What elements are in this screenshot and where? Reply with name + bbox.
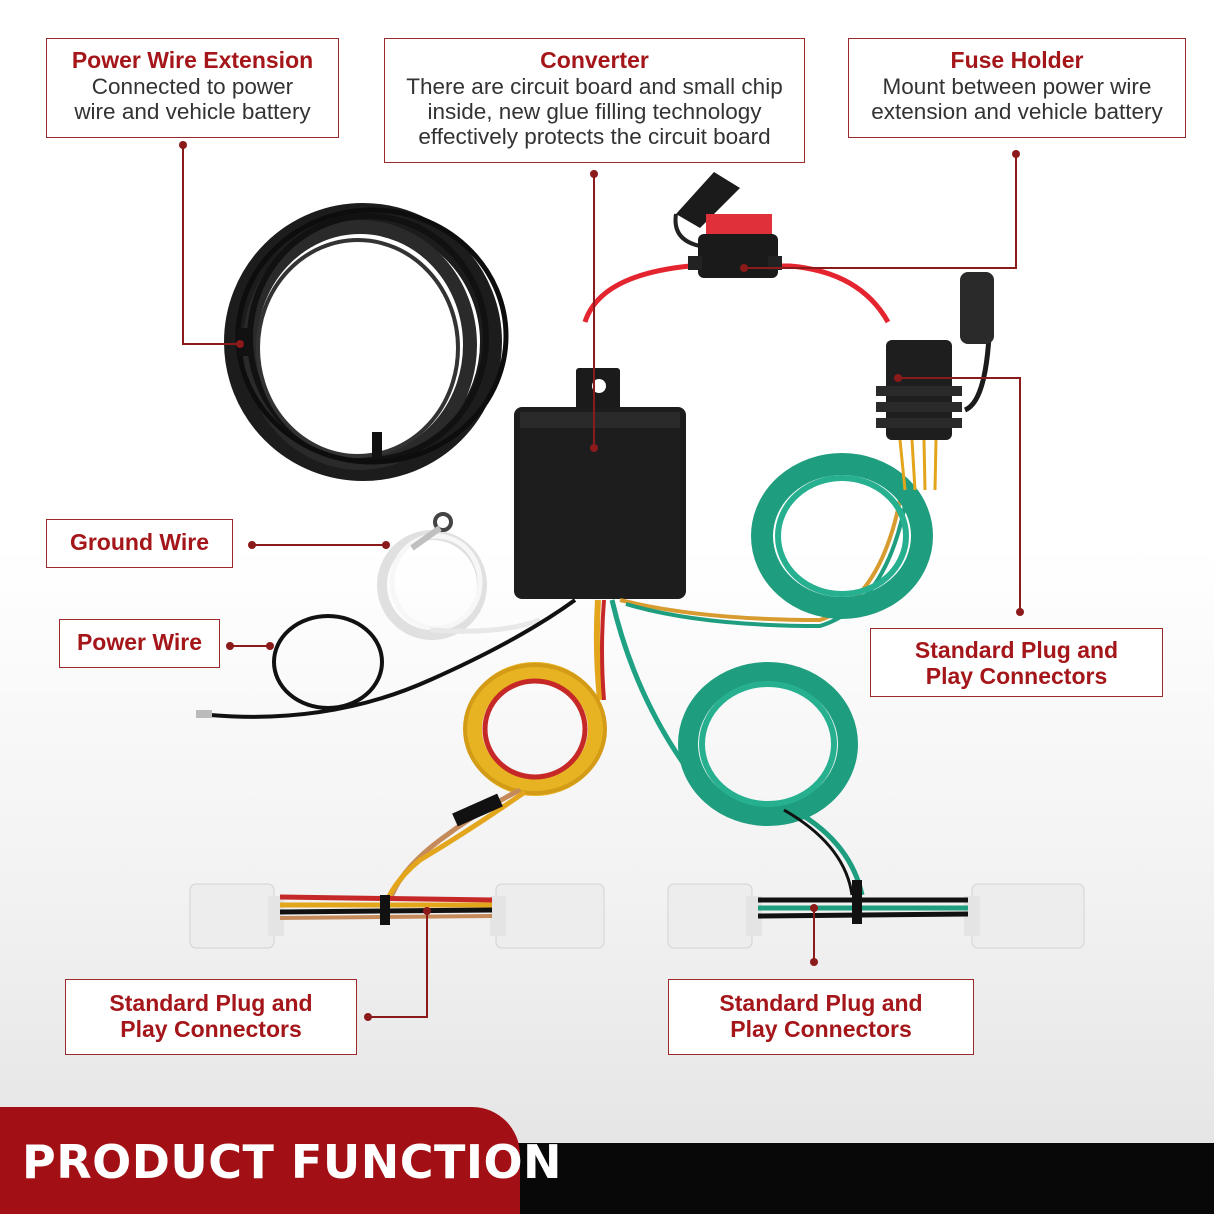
callout-line: Play Connectors [925, 663, 1108, 689]
callout-converter: Converter There are circuit board and sm… [384, 38, 805, 163]
callout-fuse-holder: Fuse Holder Mount between power wire ext… [848, 38, 1186, 138]
callout-ground-wire: Ground Wire [46, 519, 233, 568]
leader-lines [182, 145, 1021, 1018]
teal-coil-right [751, 439, 938, 619]
harness-center [667, 880, 1085, 949]
callout-power-wire: Power Wire [59, 619, 220, 668]
callout-line: extension and vehicle battery [871, 99, 1163, 124]
callout-title: Power Wire [76, 629, 203, 655]
converter-box [514, 368, 686, 599]
callout-line: wire and vehicle battery [74, 99, 311, 124]
callout-line: inside, new glue filling technology [427, 99, 762, 124]
yellow-red-coil [463, 662, 607, 796]
callout-title: Ground Wire [69, 529, 210, 555]
callout-title: Power Wire Extension [71, 47, 314, 73]
callout-line: Connected to power [91, 74, 294, 99]
callout-line: Standard Plug and [914, 637, 1119, 663]
harness-left [189, 883, 605, 949]
callout-line: Standard Plug and [719, 990, 923, 1016]
footer-title: PRODUCT FUNCTION [22, 1135, 563, 1189]
callout-line: Play Connectors [730, 1016, 912, 1042]
leader-dots [179, 141, 1024, 1021]
callout-line: Mount between power wire [882, 74, 1152, 99]
callout-line: There are circuit board and small chip [406, 74, 783, 99]
callout-line: effectively protects the circuit board [418, 124, 771, 149]
fuse-holder-body [673, 172, 782, 278]
callout-connectors-bottom-center: Standard Plug and Play Connectors [668, 979, 974, 1055]
ground-wire-coil [377, 512, 541, 640]
callout-title: Fuse Holder [950, 47, 1084, 73]
callout-line: Play Connectors [120, 1016, 302, 1042]
power-wire-extension-coil [224, 203, 509, 481]
callout-connectors-right: Standard Plug and Play Connectors [870, 628, 1163, 697]
footer-red-base [0, 1143, 504, 1214]
callout-line: Standard Plug and [109, 990, 313, 1016]
callout-power-wire-extension: Power Wire Extension Connected to power … [46, 38, 339, 138]
power-wire-loop [196, 598, 577, 719]
callout-title: Converter [540, 47, 649, 73]
teal-coil-center [678, 662, 865, 896]
four-pin-connector [876, 272, 994, 440]
callout-connectors-bottom-left: Standard Plug and Play Connectors [65, 979, 357, 1055]
